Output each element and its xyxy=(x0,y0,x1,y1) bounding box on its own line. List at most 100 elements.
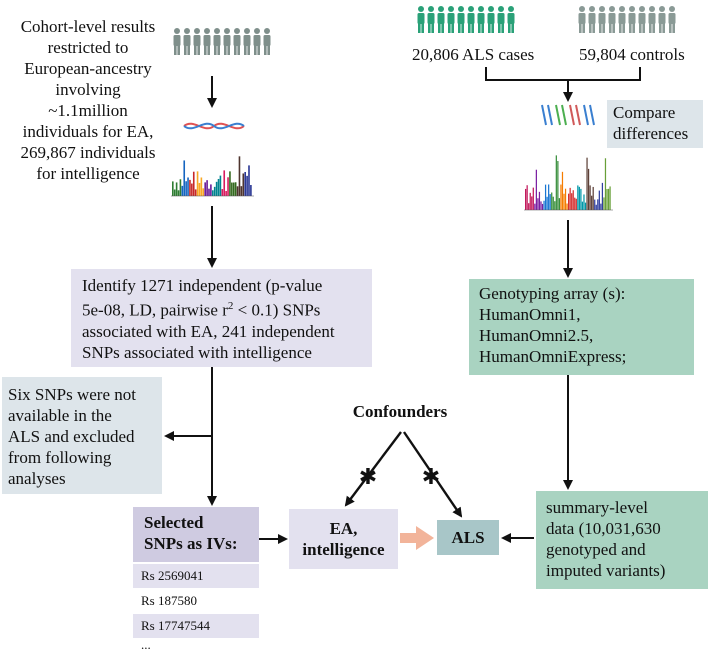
genotyping-line: HumanOmni2.5, xyxy=(479,326,594,345)
person-icon xyxy=(447,6,455,33)
plot-column xyxy=(571,193,573,210)
snp-row: Rs 17747544 xyxy=(133,614,259,638)
dna-strands-icon-right xyxy=(541,104,595,126)
plot-column xyxy=(575,198,577,210)
person-icon xyxy=(598,6,606,33)
plot-column xyxy=(606,188,608,210)
plot-column xyxy=(242,173,245,196)
snp-row: Rs 187580 xyxy=(141,593,197,608)
plot-column xyxy=(181,185,184,196)
plot-column xyxy=(244,171,246,196)
excluded-snps-box: Six SNPs were not available in the ALS a… xyxy=(2,377,162,494)
plot-column xyxy=(572,190,574,210)
person-icon xyxy=(233,28,241,55)
excluded-line: Six SNPs were not xyxy=(8,385,136,404)
excluded-line: from following xyxy=(8,448,112,467)
plot-column xyxy=(200,177,203,196)
plot-column xyxy=(202,188,205,196)
plot-column xyxy=(609,186,611,210)
exposure-line: intelligence xyxy=(302,540,385,559)
plot-column xyxy=(528,203,530,210)
cross-mark-right: ✱ xyxy=(422,465,440,490)
arrow-confounders-to-als xyxy=(403,431,463,518)
plot-column xyxy=(540,201,542,210)
cohort-line: for intelligence xyxy=(36,164,140,183)
genotyping-line: Genotyping array (s): xyxy=(479,284,626,303)
plot-column xyxy=(240,186,243,196)
plot-column xyxy=(215,181,218,196)
plot-column xyxy=(563,193,565,210)
plot-column xyxy=(173,189,176,196)
plot-column xyxy=(591,195,593,210)
cohort-line: ~1.1million xyxy=(48,101,128,120)
plot-column xyxy=(217,178,220,196)
cohort-line: involving xyxy=(55,80,121,99)
plot-column xyxy=(246,175,248,196)
exposure-box: EA, intelligence xyxy=(289,509,398,569)
plot-column xyxy=(564,188,567,210)
person-icon xyxy=(608,6,616,33)
outcome-als-box: ALS xyxy=(437,520,499,555)
person-icon xyxy=(668,6,676,33)
identify-line: SNPs associated with intelligence xyxy=(82,342,312,362)
plot-column xyxy=(552,196,554,210)
person-icon xyxy=(213,28,221,55)
person-icon xyxy=(173,28,181,55)
plot-column xyxy=(236,186,239,196)
plot-column xyxy=(598,190,600,210)
als-cases-people-icon xyxy=(417,6,515,33)
summary-level-box: summary-level data (10,031,630 genotyped… xyxy=(536,491,708,589)
arrow-confounders-to-exposure xyxy=(344,431,402,507)
identify-line-part: < 0.1) SNPs xyxy=(233,300,321,320)
plot-column xyxy=(544,184,547,210)
plot-column xyxy=(531,196,533,210)
plot-column xyxy=(248,165,250,196)
plot-column xyxy=(219,175,222,196)
causal-arrow-orange xyxy=(400,526,434,550)
plot-column xyxy=(566,203,568,210)
plot-column xyxy=(525,188,527,210)
plot-column xyxy=(231,182,233,196)
plot-column xyxy=(557,161,559,210)
plot-column xyxy=(584,202,587,210)
manhattan-plot-left xyxy=(170,140,254,202)
cases-label: 20,806 ALS cases xyxy=(412,45,535,64)
plot-column xyxy=(183,160,186,196)
plot-column xyxy=(229,171,231,196)
plot-column xyxy=(529,192,531,210)
plot-column xyxy=(551,192,553,210)
genotyping-line: HumanOmni1, xyxy=(479,305,581,324)
plot-column xyxy=(196,171,199,196)
plot-column xyxy=(601,182,604,210)
person-icon xyxy=(457,6,465,33)
plot-column xyxy=(534,203,536,210)
identify-line-part: 5e-08, LD, pairwise r xyxy=(82,300,228,320)
person-icon xyxy=(193,28,201,55)
cohort-line: Cohort-level results xyxy=(20,17,156,36)
person-icon xyxy=(618,6,626,33)
confounders-label: Confounders xyxy=(352,402,448,421)
summary-line: imputed variants) xyxy=(546,561,666,580)
plot-column xyxy=(580,188,582,210)
superscript-two: 2 xyxy=(227,300,234,312)
manhattan-plot-right xyxy=(523,150,613,216)
plot-column xyxy=(558,198,561,210)
identify-snps-box: Identify 1271 independent (p-value 5e-08… xyxy=(71,269,372,367)
outcome-label: ALS xyxy=(451,528,485,547)
plot-column xyxy=(592,186,594,210)
plot-column xyxy=(172,181,174,196)
plot-column xyxy=(208,188,210,196)
plot-column xyxy=(192,171,195,196)
plot-column xyxy=(250,185,252,196)
plot-column xyxy=(227,177,229,196)
person-icon xyxy=(427,6,435,33)
controls-people-icon xyxy=(578,6,676,33)
controls-label: 59,804 controls xyxy=(579,45,685,64)
person-icon xyxy=(658,6,666,33)
person-icon xyxy=(628,6,636,33)
plot-column xyxy=(555,155,557,210)
cohort-line: restricted to xyxy=(47,38,129,57)
plot-column xyxy=(185,181,187,196)
plot-column xyxy=(191,183,193,196)
plot-column xyxy=(526,185,528,210)
